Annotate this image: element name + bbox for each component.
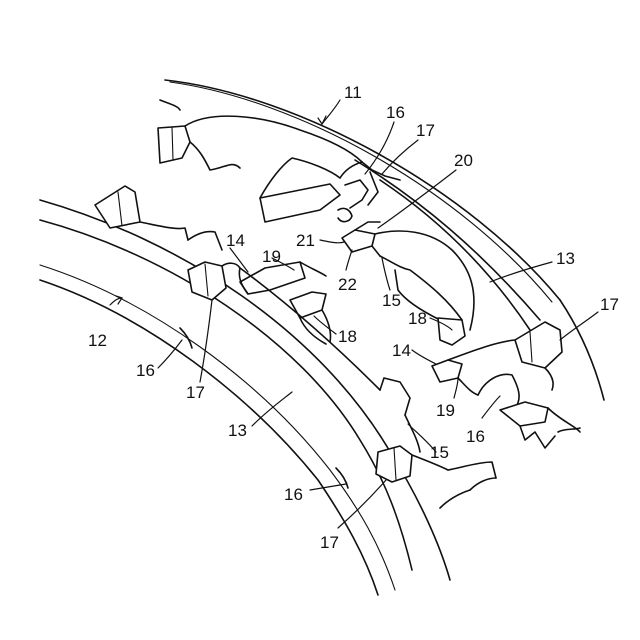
- label-13-right: 13: [556, 249, 575, 268]
- label-22: 22: [338, 275, 357, 294]
- label-19-right: 19: [436, 401, 455, 420]
- label-16-bottom: 16: [284, 485, 303, 504]
- label-17-top: 17: [416, 121, 435, 140]
- label-18-right: 18: [408, 309, 427, 328]
- label-20: 20: [454, 151, 473, 170]
- label-14-right: 14: [392, 341, 411, 360]
- label-21: 21: [296, 231, 315, 250]
- label-19-left: 19: [262, 247, 281, 266]
- leader-lines: [110, 100, 598, 528]
- label-16-top: 16: [386, 103, 405, 122]
- label-17-right: 17: [600, 295, 619, 314]
- label-11: 11: [344, 83, 362, 102]
- label-15-lower: 15: [430, 443, 449, 462]
- label-17-bottom: 17: [320, 533, 339, 552]
- label-18-left: 18: [338, 327, 357, 346]
- label-15-upper: 15: [382, 291, 401, 310]
- label-16-left: 16: [136, 361, 155, 380]
- label-17-left: 17: [186, 383, 205, 402]
- label-16-right: 16: [466, 427, 485, 446]
- label-12: 12: [88, 331, 107, 350]
- label-14-left: 14: [226, 231, 245, 250]
- label-13-left: 13: [228, 421, 247, 440]
